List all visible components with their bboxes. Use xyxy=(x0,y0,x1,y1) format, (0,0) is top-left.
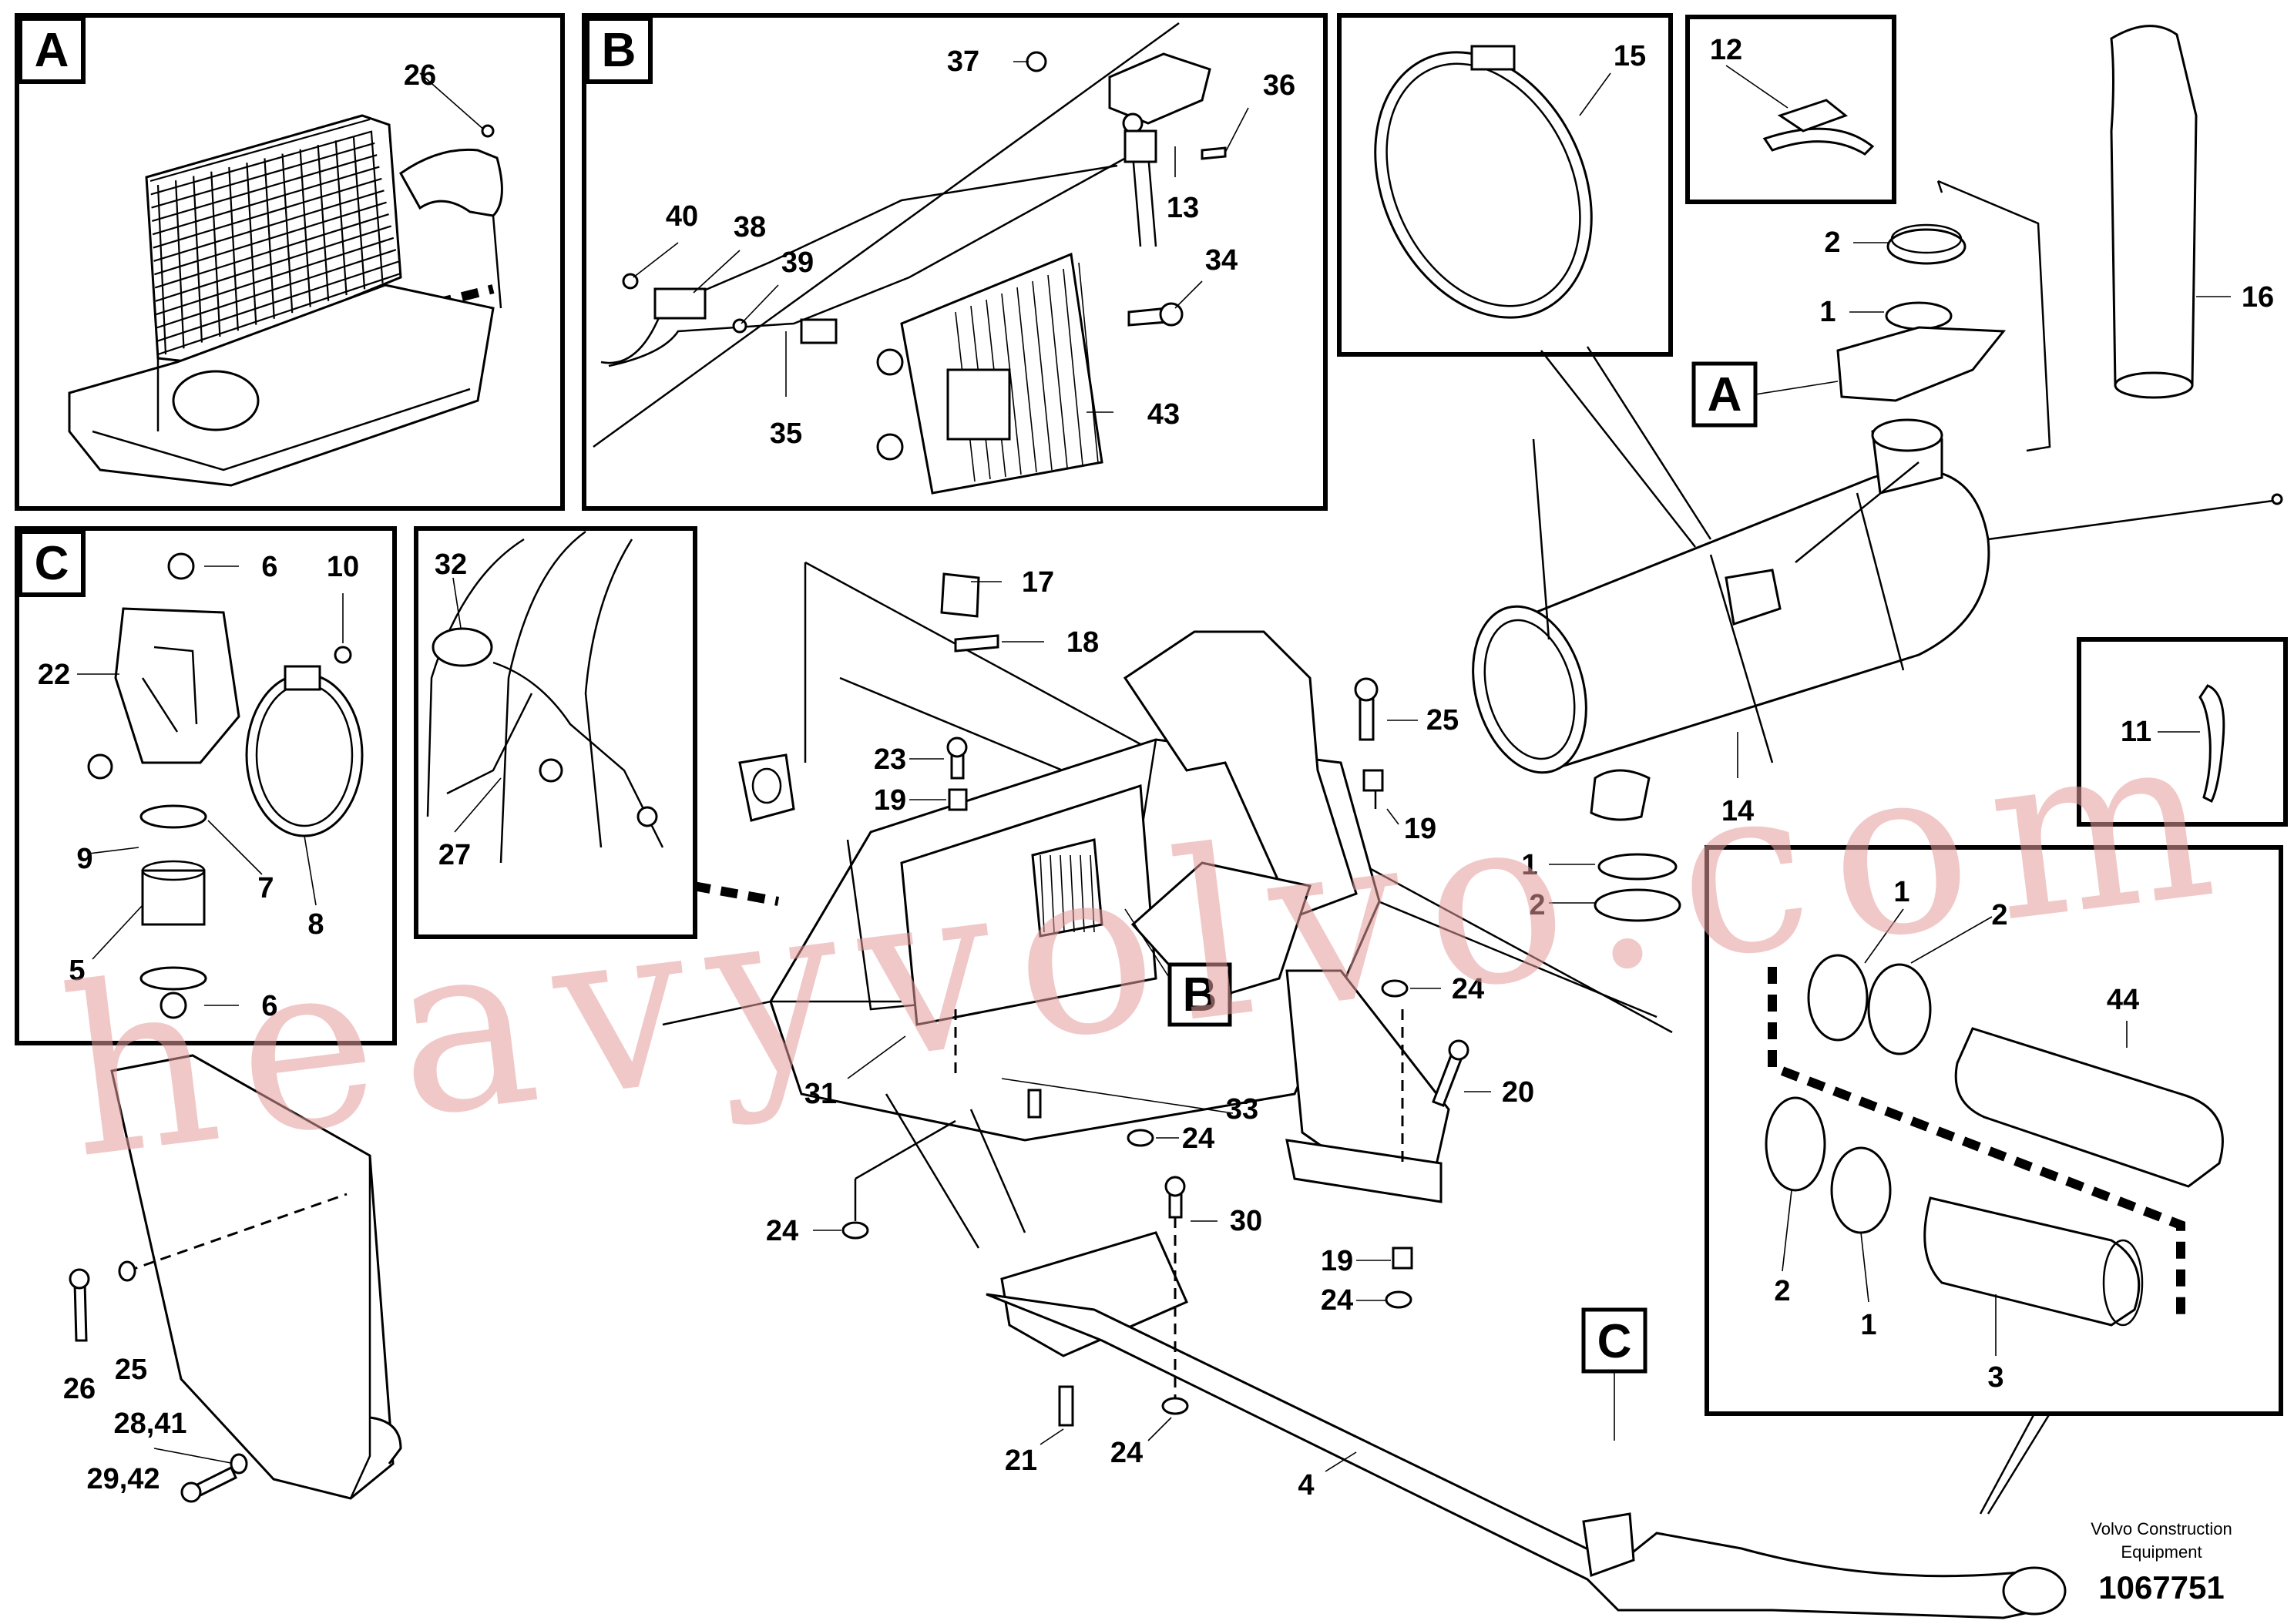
callout-30: 30 xyxy=(1230,1205,1262,1237)
section-a-panel: A 26 xyxy=(15,13,565,511)
section-b-label-box xyxy=(585,16,653,84)
section-b-letter: B xyxy=(602,24,636,77)
callout-24-b: 24 xyxy=(1182,1122,1214,1155)
callout-11: 11 xyxy=(2121,716,2151,748)
callout-23: 23 xyxy=(874,743,906,776)
main-frame-assembly-drawing xyxy=(110,561,2067,1619)
callout-37: 37 xyxy=(947,45,979,78)
callout-43: 43 xyxy=(1147,398,1180,431)
callout-1-detail44: 1 xyxy=(1893,876,1909,908)
callout-39: 39 xyxy=(781,247,814,279)
footer: Volvo Construction Equipment 1067751 xyxy=(2091,1519,2232,1606)
callout-9: 9 xyxy=(76,843,92,875)
callout-25-left: 25 xyxy=(115,1354,147,1386)
lower-dpf-clamps: 1 2 xyxy=(1521,849,1681,922)
detail-44-panel: 1 2 44 2 1 3 xyxy=(1705,845,2283,1515)
detail-11-panel: 11 xyxy=(2077,637,2288,827)
callout-31: 31 xyxy=(804,1078,837,1110)
section-c-panel: C 6 10 22 9 7 8 5 6 xyxy=(15,526,397,1045)
callout-4: 4 xyxy=(1298,1469,1314,1502)
section-c-label-box xyxy=(18,529,86,597)
callout-33: 33 xyxy=(1226,1093,1258,1126)
detail-12-panel: 12 xyxy=(1685,15,1896,204)
callout-2-top: 2 xyxy=(1824,226,1840,259)
callout-6-top: 6 xyxy=(261,551,277,583)
callout-5: 5 xyxy=(69,955,85,987)
callout-21: 21 xyxy=(1005,1444,1037,1477)
reference-letter-b: B xyxy=(1183,968,1218,1022)
section-b-panel: B xyxy=(582,13,1328,511)
section-a-letter: A xyxy=(35,24,69,77)
callout-29-42: 29,42 xyxy=(86,1463,160,1495)
callout-12: 12 xyxy=(1710,34,1742,66)
callout-3: 3 xyxy=(1987,1361,2003,1394)
callout-14: 14 xyxy=(1721,795,1754,827)
callout-6-bottom: 6 xyxy=(261,990,277,1022)
callout-24-a: 24 xyxy=(1452,973,1484,1005)
callout-19-left: 19 xyxy=(874,784,906,817)
callout-26-section-a: 26 xyxy=(404,59,436,92)
callout-16: 16 xyxy=(2242,281,2274,314)
callout-13: 13 xyxy=(1167,192,1199,224)
callout-1-detail44-lower: 1 xyxy=(1860,1309,1876,1341)
reference-box-c: C xyxy=(1581,1307,1647,1441)
callout-1-top: 1 xyxy=(1819,296,1836,328)
callout-34: 34 xyxy=(1205,244,1238,277)
callout-28-41: 28,41 xyxy=(113,1408,186,1440)
callout-44: 44 xyxy=(2107,984,2139,1016)
main-callouts: 17 18 25 23 19 19 24 20 31 33 24 24 xyxy=(63,566,1534,1503)
callout-19-right: 19 xyxy=(1404,813,1436,845)
dpf-muffler-drawing: 14 xyxy=(1472,418,2283,827)
reference-letter-a: A xyxy=(1708,368,1742,421)
callout-2-mid: 2 xyxy=(1529,889,1545,921)
callout-2-detail44-lower: 2 xyxy=(1774,1275,1790,1307)
callout-22: 22 xyxy=(38,659,70,691)
drawing-number: 1067751 xyxy=(2098,1569,2225,1606)
callout-24-c: 24 xyxy=(766,1215,798,1247)
callout-24-d: 24 xyxy=(1321,1284,1353,1317)
tailpipe-drawing: 16 xyxy=(1936,25,2274,452)
grille-screen-drawing xyxy=(68,114,503,487)
callout-17: 17 xyxy=(1022,566,1054,599)
reference-letter-c: C xyxy=(1597,1315,1632,1368)
callout-25-main: 25 xyxy=(1426,704,1459,737)
footer-company-line2: Equipment xyxy=(2121,1542,2202,1562)
callout-8: 8 xyxy=(307,908,324,941)
detail-27-32-panel: 32 27 xyxy=(414,526,780,939)
callout-32: 32 xyxy=(435,549,467,581)
callout-1-mid: 1 xyxy=(1521,849,1537,881)
callout-35: 35 xyxy=(770,418,802,450)
callout-38: 38 xyxy=(734,211,766,243)
callout-26-main: 26 xyxy=(63,1373,96,1405)
callout-19-lower: 19 xyxy=(1321,1245,1353,1277)
callout-10: 10 xyxy=(327,551,359,583)
top-clamp-2-and-seal-1: 2 1 xyxy=(1819,223,2007,402)
callout-36: 36 xyxy=(1263,69,1295,102)
reference-box-a: A xyxy=(1691,361,1839,428)
section-a-label-box xyxy=(18,16,86,84)
footer-company-line1: Volvo Construction xyxy=(2091,1519,2232,1538)
callout-2-detail44: 2 xyxy=(1991,899,2007,931)
section-c-letter: C xyxy=(35,537,69,590)
reference-box-b: B xyxy=(1124,908,1232,1027)
callout-24-e: 24 xyxy=(1110,1437,1143,1469)
ecu-module-drawing xyxy=(876,252,1103,495)
detail-15-panel: 15 xyxy=(1337,13,1712,548)
callout-18: 18 xyxy=(1066,626,1099,659)
callout-15: 15 xyxy=(1614,40,1646,72)
callout-40: 40 xyxy=(666,200,698,233)
callout-27: 27 xyxy=(438,839,471,871)
callout-7: 7 xyxy=(257,872,274,904)
callout-20: 20 xyxy=(1502,1076,1534,1109)
